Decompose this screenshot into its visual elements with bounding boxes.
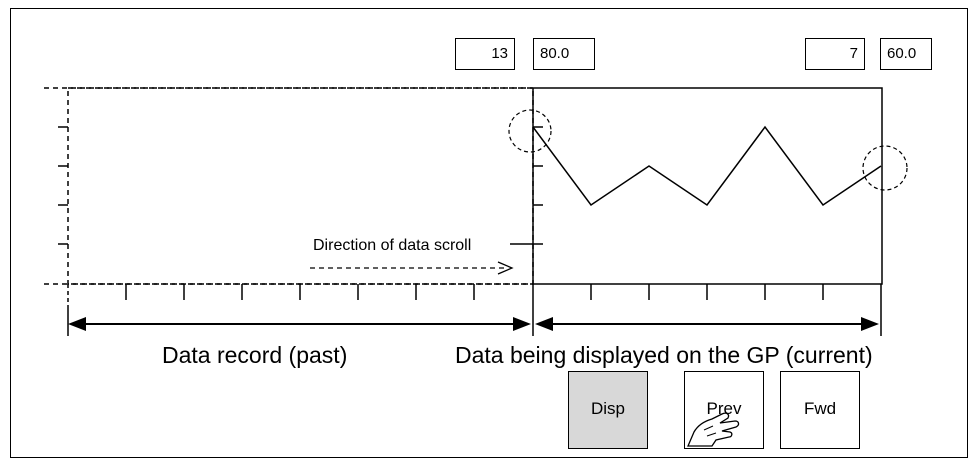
right-count-box: 7 (805, 38, 865, 70)
pointing-hand-icon (687, 412, 740, 447)
fwd-button[interactable]: Fwd (780, 371, 860, 449)
left-count-box: 13 (455, 38, 515, 70)
highlight-circle-latest-past (508, 109, 552, 153)
caption-current: Data being displayed on the GP (current) (455, 342, 873, 368)
prev-button-label: Prev (706, 399, 742, 418)
current-x-ticks (532, 284, 882, 306)
highlight-circle-current (862, 145, 908, 191)
right-count-value: 7 (849, 45, 858, 62)
trend-diagram: Direction of data scroll (44, 87, 908, 336)
right-value-box: 60.0 (880, 38, 932, 70)
past-range-arrow (67, 306, 531, 336)
caption-past: Data record (past) (162, 342, 348, 368)
fwd-button-label: Fwd (803, 399, 837, 418)
scroll-direction-label: Direction of data scroll (313, 237, 471, 254)
disp-button[interactable]: Disp (568, 371, 648, 449)
left-value-box: 80.0 (533, 38, 595, 70)
current-y-ticks (533, 126, 543, 245)
current-range-arrow (532, 306, 882, 336)
past-x-ticks (67, 284, 475, 306)
past-y-ticks (58, 126, 68, 245)
trend-line (532, 125, 882, 207)
scroll-arrow-head (497, 261, 514, 275)
left-count-value: 13 (491, 45, 508, 62)
right-value-text: 60.0 (887, 45, 917, 62)
left-value-text: 80.0 (540, 45, 570, 62)
disp-button-label: Disp (590, 399, 625, 418)
